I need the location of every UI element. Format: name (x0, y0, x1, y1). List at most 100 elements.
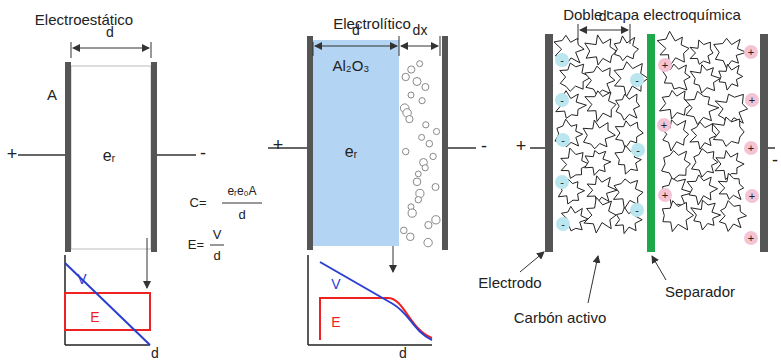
electrolyte-bubble (402, 73, 409, 80)
electrolyte-bubble (423, 122, 429, 128)
text-label: Electrolítico (333, 16, 411, 33)
carbon-particle (584, 197, 616, 233)
electrolyte-bubble (415, 171, 421, 177)
ion-circle (657, 118, 671, 132)
ion-sign: - (635, 74, 639, 86)
text-label: dx (413, 23, 428, 38)
ion-circle (631, 143, 645, 157)
carbon-particle (690, 40, 713, 64)
carbon-particle (690, 122, 717, 149)
carbon-particle (561, 148, 590, 178)
text-label: V (331, 277, 340, 292)
electrolyte-bubble (426, 140, 433, 147)
ion-sign: - (560, 176, 564, 188)
ion-sign: + (749, 190, 755, 202)
electrolyte-bubble (401, 227, 408, 234)
text-label: d (238, 208, 245, 222)
ion-sign: - (636, 144, 640, 156)
electrolyte-bubble (433, 128, 439, 134)
ion-sign: + (662, 189, 668, 201)
text-label: Electroestático (35, 12, 133, 29)
ion-circle (744, 231, 758, 245)
carbon-particle (556, 91, 587, 119)
ion-circle (745, 189, 759, 203)
electrolyte-bubble (403, 148, 409, 154)
ion-sign: + (661, 119, 667, 131)
text-label: d (352, 23, 360, 38)
carbon-particle (585, 91, 616, 122)
electrolyte-bubble (419, 98, 425, 104)
text-label: d (106, 25, 114, 40)
electrolyte-bubble (419, 134, 425, 140)
text-label: eᵣe₀A (227, 185, 256, 198)
carbon-particle (614, 36, 638, 61)
electrostatic-capacitor (18, 42, 262, 345)
electrolyte-bubble (408, 92, 414, 98)
carbon-particle (587, 176, 617, 204)
text-label: Carbón activo (514, 310, 607, 327)
text-label: d (399, 346, 407, 361)
text-label: d (213, 249, 220, 263)
text-label: C= (190, 196, 207, 210)
ion-circle (555, 175, 569, 189)
text-label: + (516, 137, 527, 157)
text-label: Electrodo (478, 275, 541, 292)
ion-sign: + (748, 232, 754, 244)
electrolyte-bubble (413, 178, 421, 186)
text-label: - (200, 144, 206, 164)
text-label: E (90, 310, 99, 325)
carbon-particle (690, 65, 720, 93)
carbon-particle (719, 64, 743, 90)
electrolyte-bubble (415, 197, 421, 203)
ion-circle (744, 141, 758, 155)
electrolyte-bubble (422, 165, 428, 171)
electrolyte-bubble (424, 238, 432, 246)
text-label: + (7, 145, 18, 165)
text-label: E (331, 315, 340, 330)
electrolyte-bubble (413, 78, 421, 86)
ion-circle (630, 203, 644, 217)
electrolyte-bubble (407, 233, 415, 241)
text-label: E= (188, 238, 204, 252)
electrolytic-capacitor (268, 36, 476, 345)
ion-circle (658, 58, 672, 72)
ion-circle (555, 93, 569, 107)
node-text: eᵣ (345, 143, 358, 161)
text-label: - (772, 151, 778, 171)
ion-circle (556, 133, 570, 147)
carbon-particle (555, 119, 583, 147)
carbon-particle (585, 151, 611, 176)
electrolyte-bubble (408, 209, 416, 217)
carbon-particle (714, 38, 747, 67)
ion-sign: - (561, 218, 565, 230)
ion-circle (658, 188, 672, 202)
electrolyte-bubble (417, 61, 423, 67)
carbon-particle (685, 91, 719, 124)
electrolyte-bubble (406, 116, 413, 123)
ion-sign: - (635, 204, 639, 216)
oxide-layer: Al₂O₃eᵣ (313, 40, 399, 246)
carbon-particle (719, 201, 746, 232)
electrolyte-bubble (425, 222, 432, 229)
ion-sign: - (560, 94, 564, 106)
electrolyte-bubble (432, 184, 439, 191)
text-label: d' (599, 9, 609, 24)
carbon-particle (585, 66, 615, 95)
text-label: Doble capa electroquímica (563, 7, 741, 24)
ion-circle (630, 73, 644, 87)
carbon-particle (662, 151, 691, 180)
carbon-particle (691, 200, 721, 230)
text-label: Separador (665, 284, 735, 301)
text-label: d (151, 346, 159, 361)
node-text: eᵣ (103, 147, 116, 165)
carbon-particle (616, 94, 640, 120)
carbon-particle (662, 201, 693, 232)
double-layer-capacitor (520, 24, 775, 303)
carbon-particle (718, 173, 744, 199)
electrolyte-bubble (422, 84, 429, 91)
ion-circle (744, 45, 758, 59)
electrolyte-bubble (432, 216, 440, 224)
text-label: V (213, 228, 222, 242)
carbon-particle (692, 149, 718, 178)
